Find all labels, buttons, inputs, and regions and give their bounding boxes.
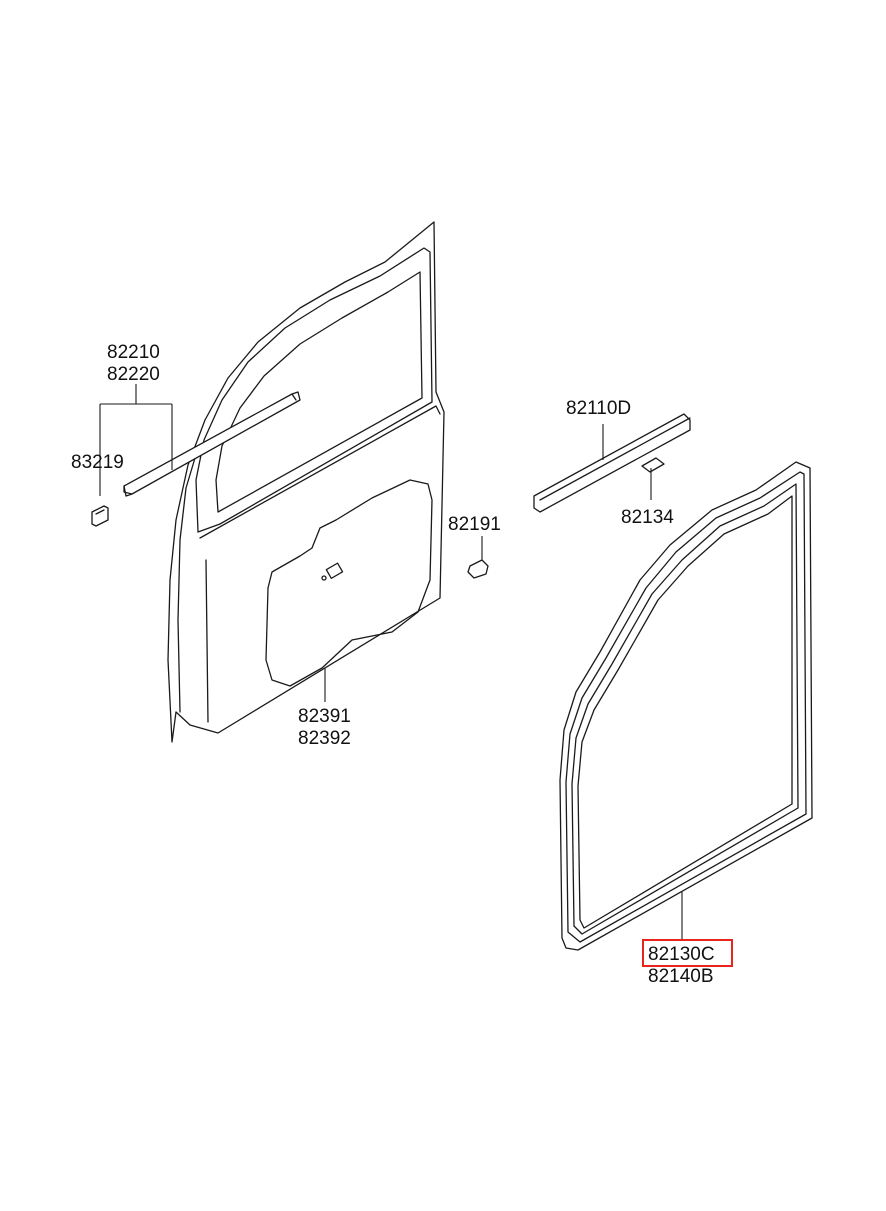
weatherstrip-channel xyxy=(533,413,691,513)
label-82134[interactable]: 82134 xyxy=(621,507,674,528)
label-82210[interactable]: 82210 xyxy=(107,342,160,363)
label-82220[interactable]: 82220 xyxy=(107,364,160,385)
leader-lines xyxy=(99,384,683,940)
clip-part xyxy=(91,505,109,527)
label-82130c[interactable]: 82130C xyxy=(648,944,715,965)
label-82191[interactable]: 82191 xyxy=(448,514,501,535)
belt-moulding-strip xyxy=(123,391,301,497)
label-82392[interactable]: 82392 xyxy=(298,728,351,749)
label-82110d[interactable]: 82110D xyxy=(566,398,631,419)
door-panel xyxy=(167,221,445,743)
door-weatherstrip xyxy=(559,461,813,951)
label-82140b[interactable]: 82140B xyxy=(648,966,714,987)
small-clip-part xyxy=(641,457,665,473)
highlight-box xyxy=(642,939,733,967)
plug-part xyxy=(467,559,489,579)
label-83219[interactable]: 83219 xyxy=(71,452,124,473)
label-82391[interactable]: 82391 xyxy=(298,706,351,727)
